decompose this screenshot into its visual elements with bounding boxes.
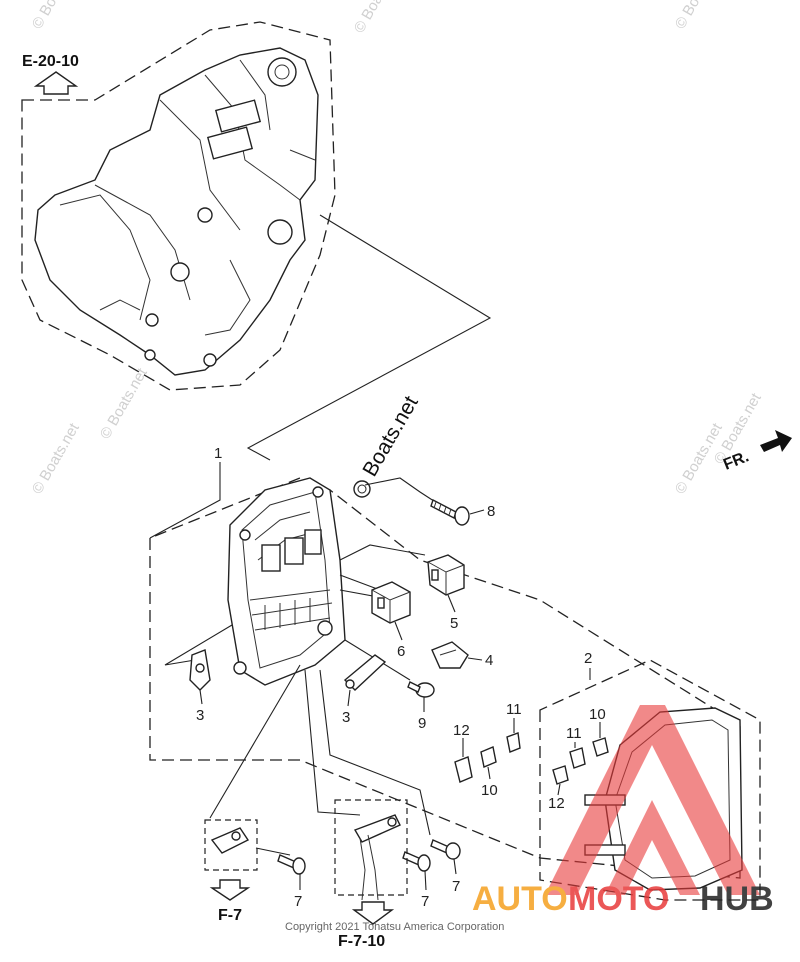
front-arrow-icon (760, 430, 792, 452)
fuse-11 (569, 747, 586, 769)
relay-6 (371, 581, 411, 624)
copyright: Copyright 2021 Tohatsu America Corporati… (285, 921, 504, 933)
arrow-up-icon (33, 71, 79, 95)
automotohub-logo: AUTO MOTO HUB (472, 705, 774, 918)
bracket-3-center (343, 654, 387, 691)
callout-1[interactable]: 1 (214, 445, 222, 462)
callouts: 1 2 3 3 4 5 6 7 7 7 8 9 10 10 11 11 12 1… (196, 445, 606, 910)
callout-6[interactable]: 6 (397, 643, 405, 660)
callout-11[interactable]: 11 (566, 725, 582, 742)
engine-casting (34, 47, 319, 376)
callout-12[interactable]: 12 (453, 722, 470, 739)
ref-f-7-10[interactable]: F-7-10 (338, 933, 385, 950)
watermark: © Boats.net (97, 365, 151, 442)
callout-7[interactable]: 7 (294, 893, 302, 910)
logo-word-moto: MOTO (568, 880, 669, 918)
f7-10-group: F-7-10 (334, 799, 408, 950)
fuse-box-body (227, 477, 346, 686)
arrow-down-icon (209, 879, 251, 901)
callout-8[interactable]: 8 (487, 503, 495, 520)
bracket-3-left (189, 649, 211, 691)
callout-5[interactable]: 5 (450, 615, 458, 632)
fuse-10 (480, 746, 497, 768)
brand-boats-net: Boats.net (358, 392, 422, 480)
callout-12[interactable]: 12 (548, 795, 565, 812)
callout-10[interactable]: 10 (481, 782, 498, 799)
watermark: © Boats.net (29, 0, 83, 32)
logo-word-hub: HUB (700, 880, 774, 918)
ref-e-20-10[interactable]: E-20-10 (22, 53, 79, 70)
engine-casting-group: E-20-10 (21, 21, 336, 391)
watermark: © Boats.net (29, 420, 83, 497)
f7-group: F-7 (204, 819, 291, 924)
screw-9 (407, 681, 435, 698)
logo-word-auto: AUTO (472, 880, 568, 918)
arrow-down-icon (351, 901, 395, 925)
callout-4[interactable]: 4 (485, 652, 493, 669)
cover-dashed-outline (539, 659, 761, 901)
watermark: © Boats.net (672, 0, 726, 32)
fuse-box (227, 477, 346, 686)
callout-2[interactable]: 2 (584, 650, 592, 667)
bolt-7-center (402, 851, 431, 872)
callout-11[interactable]: 11 (506, 701, 522, 718)
logo-triangle (545, 705, 760, 895)
leader-f7 (209, 664, 301, 819)
callout-3[interactable]: 3 (196, 707, 204, 724)
fuse-12 (454, 756, 473, 783)
fuse-10 (592, 737, 609, 757)
connector-4 (431, 641, 469, 669)
relay-5 (427, 554, 465, 596)
callout-7[interactable]: 7 (452, 878, 460, 895)
callout-10[interactable]: 10 (589, 706, 606, 723)
fuse-group-left (454, 732, 521, 783)
fuse-12 (552, 765, 569, 785)
fuse-11 (506, 732, 521, 753)
callout-9[interactable]: 9 (418, 715, 426, 732)
callout-7[interactable]: 7 (421, 893, 429, 910)
bolt-7-left (277, 854, 306, 875)
bolt-7-right (430, 839, 461, 860)
leader-f7-10 (304, 669, 361, 816)
casting-dashed-outline (21, 21, 336, 391)
leader-casting (246, 214, 492, 461)
bolt-8 (430, 498, 470, 526)
watermark: © Boats.net (351, 0, 405, 36)
ref-f-7[interactable]: F-7 (218, 907, 242, 924)
callout-3[interactable]: 3 (342, 709, 350, 726)
